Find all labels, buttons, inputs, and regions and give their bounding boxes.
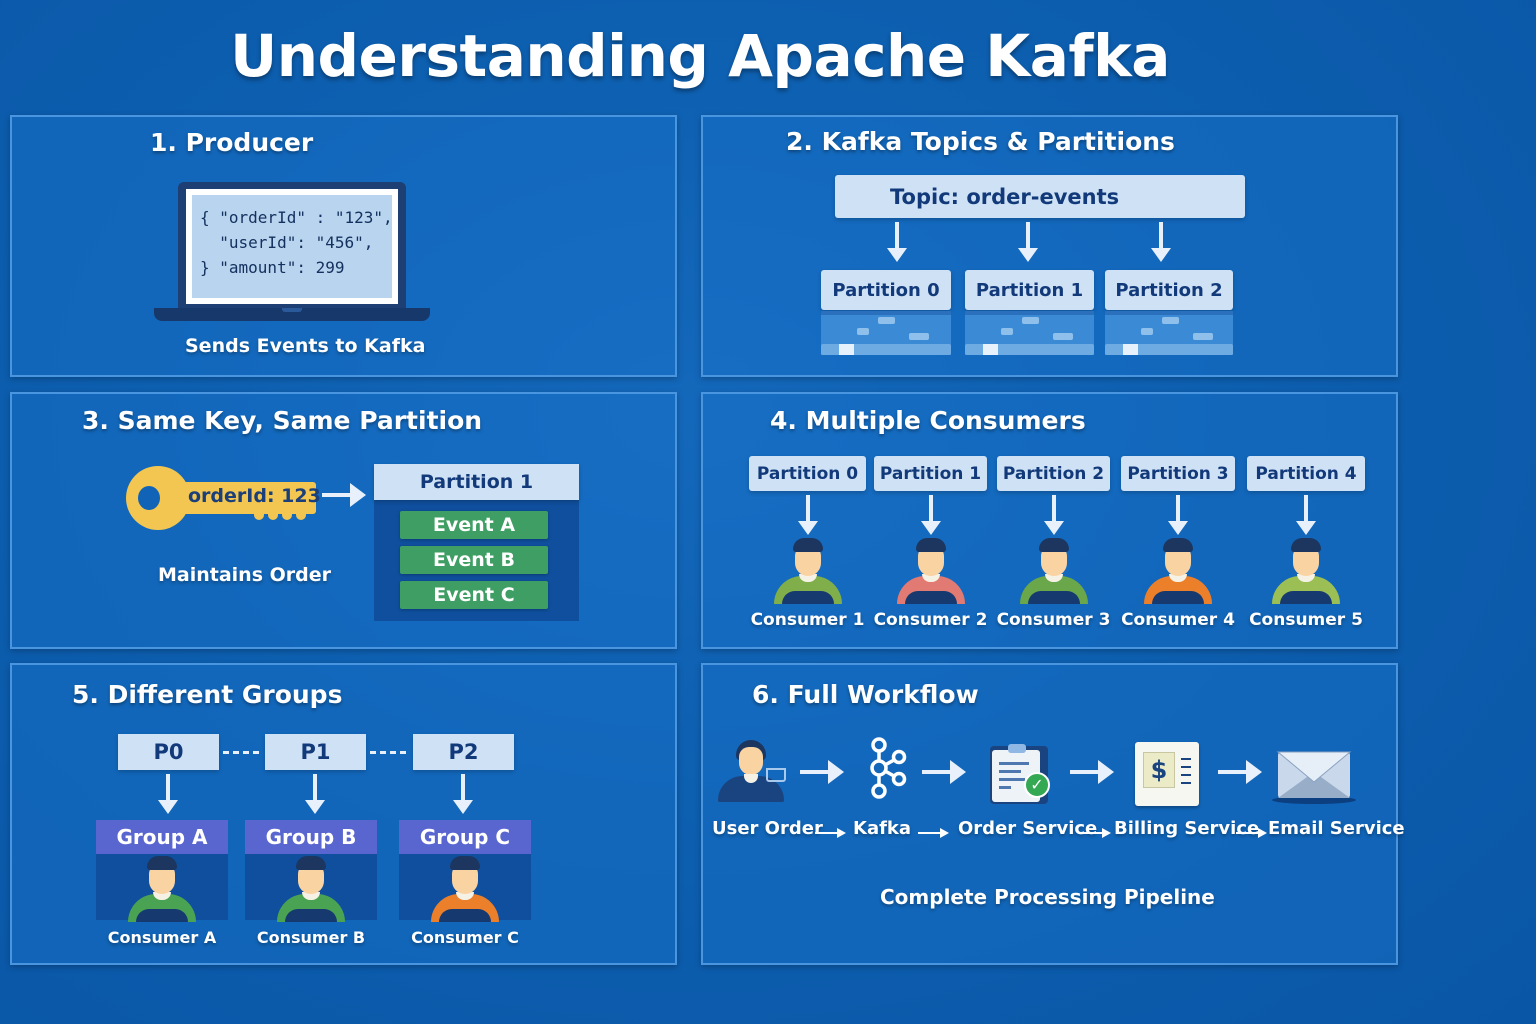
panel-title: 1. Producer: [150, 128, 314, 157]
partition-log-graphic: [1105, 311, 1233, 355]
consumer-avatar-icon: [271, 856, 351, 922]
arrow-right-icon: [815, 828, 847, 838]
event-item: Event A: [400, 511, 548, 539]
group-header: Group B: [245, 820, 377, 854]
consumer-avatar-icon: [1138, 538, 1218, 604]
workflow-caption: Complete Processing Pipeline: [880, 885, 1215, 909]
partition-log-graphic: [821, 311, 951, 355]
partition-box: P2: [413, 734, 514, 770]
topic-box: Topic: order-events: [835, 175, 1245, 218]
arrow-down-icon: [1168, 495, 1188, 537]
partition-header: Partition 1: [374, 464, 579, 500]
workflow-step-label: Email Service: [1268, 818, 1405, 839]
arrow-right-icon: [322, 483, 368, 507]
panel-title: 4. Multiple Consumers: [770, 406, 1086, 435]
partition-box: Partition 0: [821, 270, 951, 310]
panel-workflow: [701, 663, 1398, 965]
consumer-label: Consumer C: [411, 928, 519, 947]
partition-box: P0: [118, 734, 219, 770]
consumer-label: Consumer 2: [873, 610, 988, 630]
arrow-down-icon: [797, 495, 818, 537]
partition-box: Partition 1: [965, 270, 1094, 310]
arrow-down-icon: [1151, 222, 1171, 264]
kafka-logo-icon: [870, 737, 907, 799]
panel-title: 5. Different Groups: [72, 680, 343, 709]
consumer-label: Consumer B: [256, 928, 366, 947]
partition-box: Partition 3: [1121, 456, 1235, 491]
arrow-down-icon: [920, 495, 941, 537]
consumer-label: Consumer A: [107, 928, 217, 947]
clipboard-check-icon: ✓: [986, 742, 1056, 804]
arrow-right-icon: [922, 760, 968, 784]
arrow-right-icon: [1080, 828, 1112, 838]
arrow-down-icon: [1043, 495, 1064, 537]
arrow-right-icon: [1218, 760, 1264, 784]
arrow-right-icon: [1070, 760, 1116, 784]
partition-box: Partition 2: [997, 456, 1110, 491]
partition-box: Partition 1: [874, 456, 987, 491]
consumer-avatar-icon: [122, 856, 202, 922]
event-item: Event C: [400, 581, 548, 609]
workflow-step-label: Billing Service: [1114, 818, 1260, 839]
consumer-avatar-icon: [1266, 538, 1346, 604]
arrow-right-icon: [918, 828, 950, 838]
consumer-avatar-icon: [425, 856, 505, 922]
partition-box: Partition 0: [749, 456, 866, 491]
group-header: Group C: [399, 820, 531, 854]
partition-box: P1: [265, 734, 366, 770]
dashed-connector: [370, 751, 408, 754]
producer-caption: Sends Events to Kafka: [185, 335, 426, 357]
arrow-down-icon: [453, 774, 473, 816]
billing-invoice-icon: $: [1135, 742, 1201, 806]
consumer-avatar-icon: [768, 538, 848, 604]
json-payload: { "orderId" : "123", "userId": "456",} "…: [192, 195, 393, 298]
consumer-avatar-icon: [891, 538, 971, 604]
panel-title: 3. Same Key, Same Partition: [82, 406, 483, 435]
event-item: Event B: [400, 546, 548, 574]
consumer-label: Consumer 5: [1249, 610, 1363, 630]
workflow-step-label: Order Service: [958, 818, 1098, 839]
key-label: orderId: 123: [188, 485, 321, 507]
arrow-right-icon: [1236, 828, 1268, 838]
workflow-step-label: Kafka: [853, 818, 912, 839]
user-cart-icon: [718, 738, 790, 802]
partition-log-graphic: [965, 311, 1094, 355]
arrow-down-icon: [1018, 222, 1038, 264]
workflow-step-label: User Order: [712, 818, 823, 839]
panel-title: 6. Full Workflow: [752, 680, 979, 709]
page-title: Understanding Apache Kafka: [230, 22, 1170, 90]
envelope-icon: [1272, 751, 1356, 804]
dashed-connector: [223, 751, 261, 754]
arrow-down-icon: [887, 222, 907, 264]
same-key-caption: Maintains Order: [158, 564, 332, 586]
consumer-label: Consumer 4: [1121, 610, 1235, 630]
partition-box: Partition 4: [1247, 456, 1365, 491]
panel-title: 2. Kafka Topics & Partitions: [786, 127, 1175, 156]
panel-consumers: [701, 392, 1398, 649]
partition-box: Partition 2: [1105, 270, 1233, 310]
consumer-label: Consumer 3: [996, 610, 1111, 630]
arrow-right-icon: [800, 760, 846, 784]
key-icon: orderId: 123: [126, 466, 322, 530]
consumer-avatar-icon: [1014, 538, 1094, 604]
consumer-label: Consumer 1: [750, 610, 865, 630]
arrow-down-icon: [158, 774, 178, 816]
group-header: Group A: [96, 820, 228, 854]
arrow-down-icon: [1296, 495, 1316, 537]
arrow-down-icon: [305, 774, 325, 816]
